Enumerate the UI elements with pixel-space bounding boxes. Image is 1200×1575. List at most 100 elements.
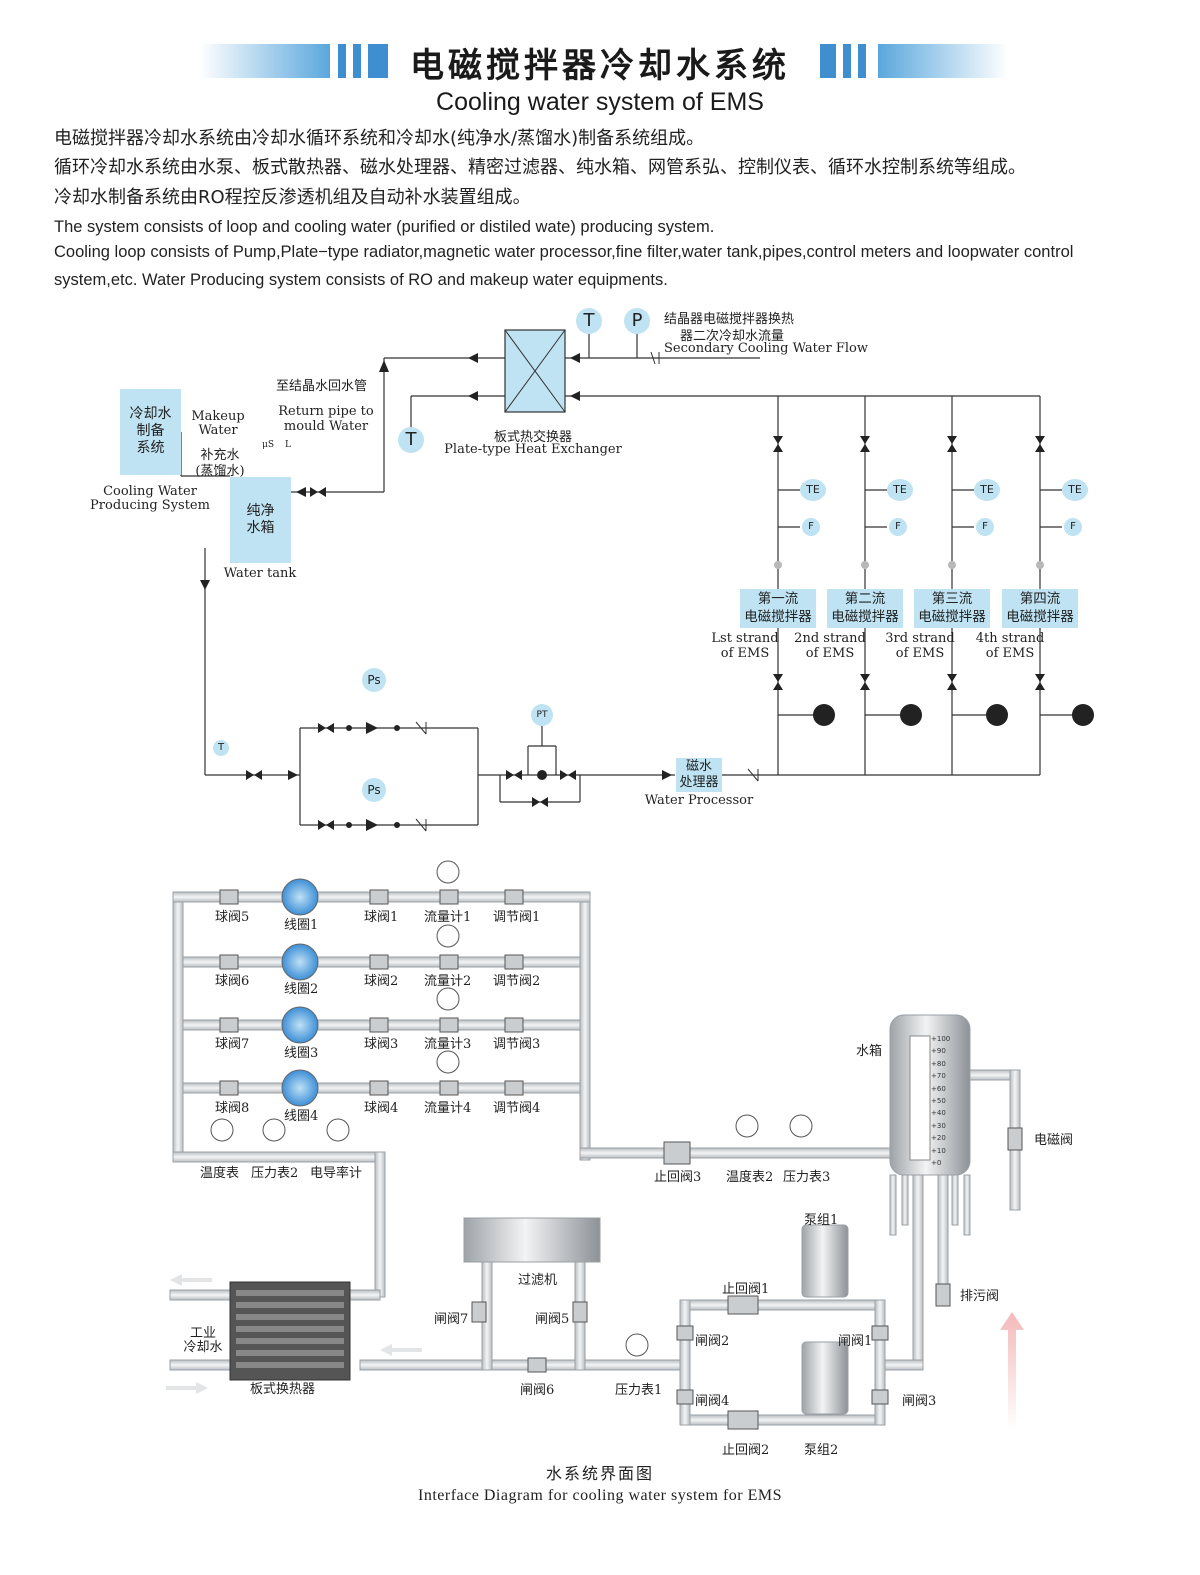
industrial-water-label-2: 冷却水 [183,1340,223,1355]
tank-level-scale: +100 +90 +80 +70 +60 +50 +40 +30 +20 +10… [931,1033,961,1169]
intro-zh-line-2: 循环冷却水系统由水泵、板式散热器、磁水处理器、精密过滤器、纯水箱、网管系弘、控制… [54,157,1026,178]
temp-gauge-label: 温度表 [200,1166,240,1181]
level-mark-90: +90 [931,1047,946,1056]
ems1-en2: of EMS [720,646,770,661]
strand1-te-icon: TE [800,479,826,501]
ems3-en1: 3rd strand [885,631,955,646]
industrial-water-label-1: 工业 [189,1326,217,1341]
level-mark: L [285,440,291,450]
level-mark-0: +0 [931,1159,942,1168]
secondary-flow-zh-1: 结晶器电磁搅拌器换热 [664,312,795,327]
level-mark-40: +40 [931,1109,946,1118]
process-flow-diagram [120,329,1094,832]
intro-zh-line-3: 冷却水制备系统由RO程控反渗透机组及自动补水装置组成。 [54,187,531,208]
plate-heat-exchanger-label: 板式换热器 [250,1382,316,1397]
cooling-water-producing-box-label: 冷却水 制备 系统 [120,406,181,457]
flow-meter-3-label: 流量计3 [424,1037,472,1052]
strand4-te-icon: TE [1062,479,1088,501]
reg-valve-1-label: 调节阀1 [493,910,541,925]
title-banner-decoration [200,44,1008,78]
pressure-gauge-2-label: 压力表2 [251,1166,299,1181]
tank-zh-2: 水箱 [246,520,275,536]
ball-valve-3-label: 球阀3 [364,1037,399,1052]
ems2-en1: 2nd strand [794,631,866,646]
strand2-te-icon: TE [887,479,913,501]
water-tank-label: 水箱 [856,1044,883,1059]
ems1-zh2: 电磁搅拌器 [744,609,812,625]
cwp-zh-2: 制备 [136,423,165,439]
makeup-zh-1: 补充水 [200,448,240,463]
ems1-zh1: 第一流 [757,591,799,607]
level-mark-60: +60 [931,1084,946,1093]
ball-valve-5-label: 球阀5 [215,910,250,925]
intro-zh-line-1: 电磁搅拌器冷却水系统由冷却水循环系统和冷却水(纯净水/蒸馏水)制备系统组成。 [54,128,705,149]
strand4-flow-icon: F [1064,518,1082,536]
pressure-gauge-3-label: 压力表3 [783,1170,831,1185]
ems4-zh2: 电磁搅拌器 [1006,609,1074,625]
heat-exchanger-zh: 板式热交换器 [493,430,573,445]
ball-valve-2-label: 球阀2 [364,974,399,989]
conductivity-mark: μS [262,440,275,450]
ems-strand-1-box: 第一流电磁搅拌器 [740,589,816,628]
interface-diagram [166,860,1024,1430]
flow-meter-4-label: 流量计4 [424,1101,472,1116]
return-pipe-zh: 至结晶水回水管 [276,379,368,394]
strand2-flow-icon: F [889,518,907,536]
reg-valve-3-label: 调节阀3 [493,1037,541,1052]
heat-exchanger-en: Plate-type Heat Exchanger [444,442,622,457]
diagram-caption-en: Interface Diagram for cooling water syst… [418,1487,782,1504]
strand3-flow-icon: F [976,518,994,536]
ems-strand-3-box: 第三流电磁搅拌器 [914,589,990,628]
pump-group-2-label: 泵组2 [804,1443,839,1458]
ball-valve-4-label: 球阀4 [364,1101,399,1116]
ems4-zh1: 第四流 [1019,591,1061,607]
cwp-zh-3: 系统 [136,440,165,456]
coil-4-label: 线圈4 [284,1109,319,1124]
filter-label: 过滤机 [518,1273,558,1288]
secondary-flow-zh-2: 器二次冷却水流量 [680,329,785,344]
temp-gauge-2-label: 温度表2 [726,1170,774,1185]
gate-valve-1-label: 闸阀1 [838,1334,873,1349]
solenoid-valve-label: 电磁阀 [1034,1133,1074,1148]
gate-valve-2-label: 闸阀2 [695,1334,730,1349]
gate-valve-6-label: 闸阀6 [520,1383,555,1398]
level-mark-50: +50 [931,1097,946,1106]
ems3-zh1: 第三流 [931,591,973,607]
ball-valve-7-label: 球阀7 [215,1037,250,1052]
ems4-en2: of EMS [985,646,1035,661]
tank-zh-1: 纯净 [246,503,275,519]
pump2-pressure-switch-icon: Ps [362,778,386,802]
cwp-en-2: Producing System [90,498,210,513]
gate-valve-5-label: 闸阀5 [535,1312,570,1327]
check-valve-1-label: 止回阀1 [722,1282,770,1297]
page-title: 电磁搅拌器冷却水系统 [410,46,790,86]
level-mark-70: +70 [931,1072,946,1081]
pump-group-1-label: 泵组1 [804,1213,839,1228]
level-mark-10: +10 [931,1146,946,1155]
level-mark-80: +80 [931,1059,946,1068]
ball-valve-1-label: 球阀1 [364,910,399,925]
level-mark-20: +20 [931,1134,946,1143]
wp-zh-1: 磁水 [685,759,712,774]
diagram-caption-zh: 水系统界面图 [545,1464,654,1483]
temperature-indicator-icon: T [576,308,602,334]
makeup-en-2: Water [198,423,238,438]
flow-meter-2-label: 流量计2 [424,974,472,989]
return-pipe-en-1: Return pipe to [278,404,374,419]
gate-valve-3-label: 闸阀3 [902,1394,937,1409]
reg-valve-4-label: 调节阀4 [493,1101,541,1116]
level-mark-30: +30 [931,1121,946,1130]
water-tank-en: Water tank [223,566,297,581]
water-tank-box-label: 纯净 水箱 [230,503,291,537]
pressure-transmitter-icon: PT [531,704,553,726]
ems2-en2: of EMS [805,646,855,661]
water-processor-en: Water Processor [644,793,754,808]
strand1-flow-icon: F [802,518,820,536]
makeup-zh-2: (蒸馏水) [195,464,245,479]
coil-2-label: 线圈2 [284,982,319,997]
cwp-zh-1: 冷却水 [129,406,172,422]
ems3-en2: of EMS [895,646,945,661]
pressure-indicator-icon: P [624,308,650,334]
ball-valve-6-label: 球阀6 [215,974,250,989]
ems4-en1: 4th strand [975,631,1045,646]
